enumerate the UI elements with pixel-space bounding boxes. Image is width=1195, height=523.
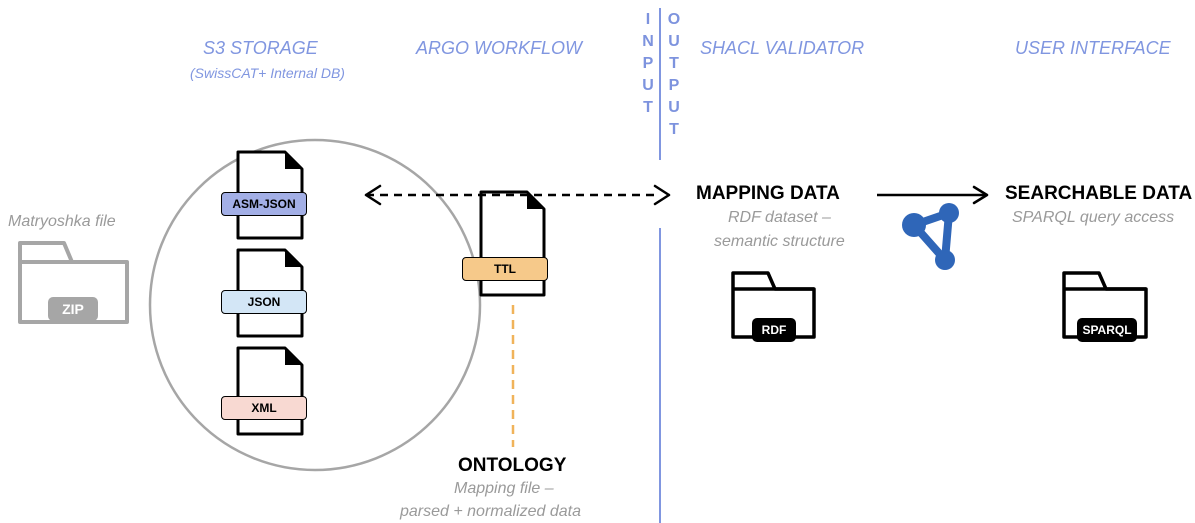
asm-json-label: ASM-JSON <box>221 192 307 216</box>
sparql-label: SPARQL <box>1077 318 1137 342</box>
arrow-right <box>877 185 989 205</box>
header-s3-storage: S3 STORAGE <box>203 38 318 58</box>
header-argo-workflow: ARGO WORKFLOW <box>416 38 582 58</box>
xml-file-icon <box>236 346 304 436</box>
xml-label: XML <box>221 396 307 420</box>
storage-circle <box>148 138 482 472</box>
bidirectional-dashed-arrow <box>364 184 671 206</box>
mapping-line2: semantic structure <box>714 233 845 250</box>
searchable-line1: SPARQL query access <box>1012 209 1175 226</box>
mapping-line1: RDF dataset – <box>728 209 831 226</box>
ontology-line1: Mapping file – <box>454 480 554 497</box>
input-label: I N P U T <box>642 11 654 116</box>
ontology-line2: parsed + normalized data <box>400 503 581 520</box>
header-user-interface: USER INTERFACE <box>1015 38 1171 58</box>
matryoshka-folder-icon <box>18 241 129 324</box>
ontology-title: ONTOLOGY <box>458 455 567 476</box>
header-shacl-validator: SHACL VALIDATOR <box>700 38 865 58</box>
header-s3-storage-sub: (SwissCAT+ Internal DB) <box>190 65 345 81</box>
zip-label: ZIP <box>48 297 98 321</box>
ttl-label: TTL <box>462 257 548 281</box>
matryoshka-caption: Matryoshka file <box>8 213 116 230</box>
rdf-label: RDF <box>752 318 796 342</box>
mapping-title: MAPPING DATA <box>696 183 840 204</box>
graph-network-icon <box>902 203 959 270</box>
searchable-title: SEARCHABLE DATA <box>1005 183 1193 204</box>
output-label: O U T P U T <box>667 11 681 138</box>
json-label: JSON <box>221 290 307 314</box>
